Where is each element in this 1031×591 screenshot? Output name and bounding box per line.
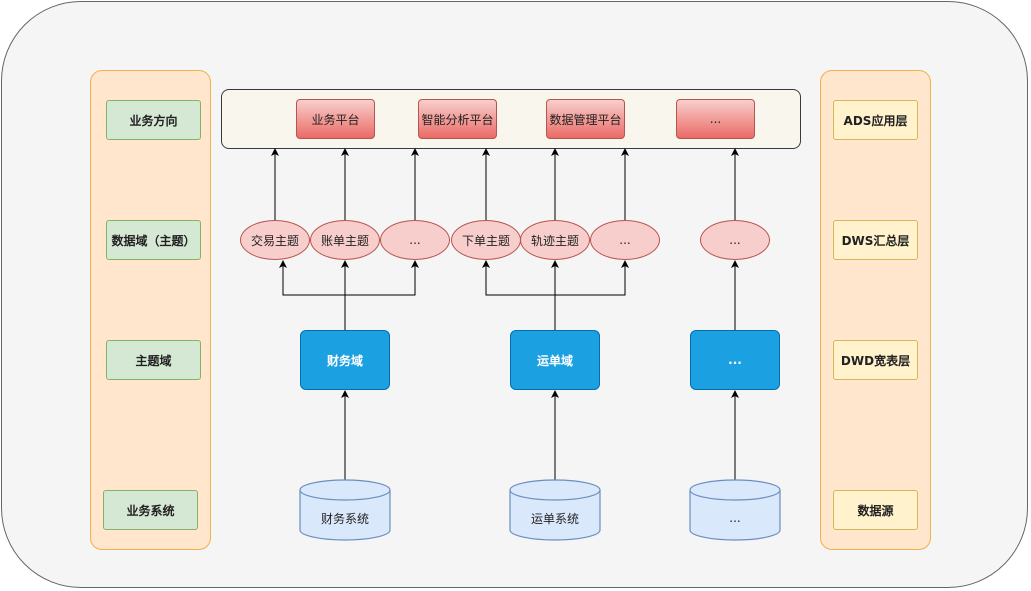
platform-intelligent-analysis: 智能分析平台 xyxy=(418,99,497,139)
left-layer-data-domain: 数据域（主题） xyxy=(106,220,201,260)
topic-bill: 账单主题 xyxy=(310,220,380,260)
left-layer-panel xyxy=(90,70,211,550)
arrow-waybill-to-order xyxy=(482,260,555,296)
left-layer-business-direction: 业务方向 xyxy=(106,100,201,140)
arrow-waybill-to-more xyxy=(555,260,629,296)
source-finance-system: 财务系统 xyxy=(320,511,369,526)
domain-waybill: 运单域 xyxy=(510,330,600,390)
database-icon-waybill xyxy=(509,479,601,541)
source-waybill-system: 运单系统 xyxy=(530,511,579,526)
left-layer-business-system: 业务系统 xyxy=(103,490,198,530)
right-layer-dwd: DWD宽表层 xyxy=(833,340,918,380)
left-layer-subject-domain: 主题域 xyxy=(106,340,201,380)
arrow-finance-to-trade xyxy=(279,260,345,296)
domain-more: ... xyxy=(690,330,780,390)
right-layer-dws: DWS汇总层 xyxy=(833,220,918,260)
right-layer-data-source: 数据源 xyxy=(833,490,918,530)
topic-track: 轨迹主题 xyxy=(520,220,590,260)
topic-order: 下单主题 xyxy=(451,220,521,260)
database-icon-finance xyxy=(299,479,391,541)
right-layer-ads: ADS应用层 xyxy=(833,100,918,140)
platform-data-management: 数据管理平台 xyxy=(546,99,625,139)
database-icon-more xyxy=(689,479,781,541)
platform-business: 业务平台 xyxy=(296,99,375,139)
topic-finance-more: ... xyxy=(380,220,450,260)
source-more: ... xyxy=(729,511,741,525)
domain-finance: 财务域 xyxy=(300,330,390,390)
topic-trade: 交易主题 xyxy=(240,220,310,260)
topic-waybill-more: ... xyxy=(590,220,660,260)
topic-more: ... xyxy=(700,220,770,260)
platform-more: ... xyxy=(676,99,755,139)
arrow-finance-to-more xyxy=(345,260,419,296)
right-layer-panel xyxy=(820,70,931,550)
